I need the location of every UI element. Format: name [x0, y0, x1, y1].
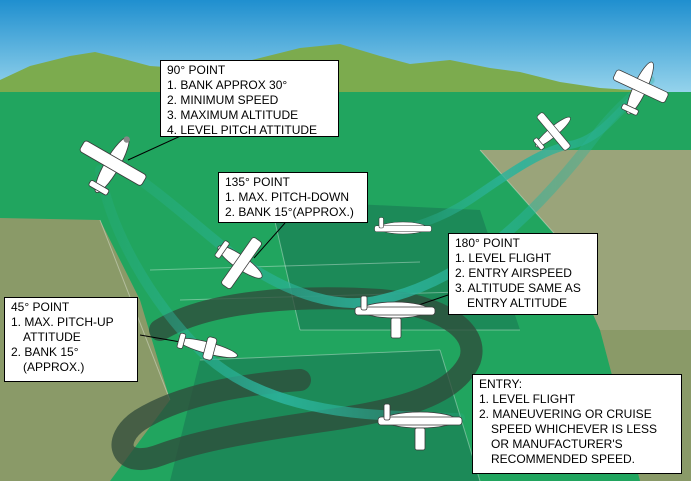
- pointer-135: [253, 222, 286, 259]
- callout-entry: ENTRY: 1. LEVEL FLIGHT 2. MANEUVERING OR…: [472, 374, 682, 474]
- flight-path-ribbon-loop: [391, 76, 654, 234]
- callout-entry-item-3: SPEED WHICHEVER IS LESS: [491, 422, 658, 436]
- callout-135-item-1: 1. MAX. PITCH-DOWN: [225, 190, 350, 204]
- callout-45-item-3: 2. BANK 15°: [11, 345, 79, 359]
- callout-entry-item-4: OR MANUFACTURER'S: [491, 437, 623, 451]
- callout-180-title: 180° POINT: [455, 236, 520, 250]
- callout-180-item-2: 2. ENTRY AIRSPEED: [455, 266, 572, 280]
- callout-90-point: 90° POINT 1. BANK APPROX 30° 2. MINIMUM …: [160, 60, 339, 137]
- callout-45-title: 45° POINT: [11, 300, 70, 314]
- callout-135-point: 135° POINT 1. MAX. PITCH-DOWN 2. BANK 15…: [218, 172, 368, 223]
- callout-45-item-4: (APPROX.): [23, 360, 85, 374]
- callout-entry-item-5: RECOMMENDED SPEED.: [491, 452, 636, 466]
- callout-135-item-2: 2. BANK 15°(APPROX.): [225, 205, 354, 219]
- callout-45-point: 45° POINT 1. MAX. PITCH-UP ATTITUDE 2. B…: [4, 297, 138, 382]
- callout-90-title: 90° POINT: [167, 63, 226, 77]
- airplane-90-point: [79, 136, 147, 196]
- callout-45-item-2: ATTITUDE: [23, 330, 81, 344]
- callout-180-item-3: 3. ALTITUDE SAME AS: [455, 281, 581, 295]
- callout-entry-item-1: 1. LEVEL FLIGHT: [479, 392, 576, 406]
- callout-entry-title: ENTRY:: [479, 377, 523, 391]
- airplane-entry: [377, 403, 463, 451]
- callout-135-title: 135° POINT: [225, 175, 290, 189]
- callout-90-item-1: 1. BANK APPROX 30°: [167, 78, 288, 92]
- callout-entry-item-2: 2. MANEUVERING OR CRUISE: [479, 407, 652, 421]
- airplane-mid-level: [374, 217, 432, 235]
- callout-180-item-1: 1. LEVEL FLIGHT: [455, 251, 552, 265]
- airplane-45-point: [176, 332, 238, 361]
- callout-180-point: 180° POINT 1. LEVEL FLIGHT 2. ENTRY AIRS…: [448, 233, 598, 315]
- airplane-climbing: [533, 112, 571, 151]
- callout-90-item-3: 3. MAXIMUM ALTITUDE: [167, 108, 299, 122]
- callout-90-item-4: 4. LEVEL PITCH ATTITUDE: [167, 123, 318, 137]
- callout-180-item-4: ENTRY ALTITUDE: [467, 296, 568, 310]
- callout-90-item-2: 2. MINIMUM SPEED: [167, 93, 279, 107]
- callout-45-item-1: 1. MAX. PITCH-UP: [11, 315, 114, 329]
- airplane-180-point: [354, 295, 436, 339]
- airplane-135-point: [214, 237, 263, 289]
- airplane-top-right: [613, 61, 669, 116]
